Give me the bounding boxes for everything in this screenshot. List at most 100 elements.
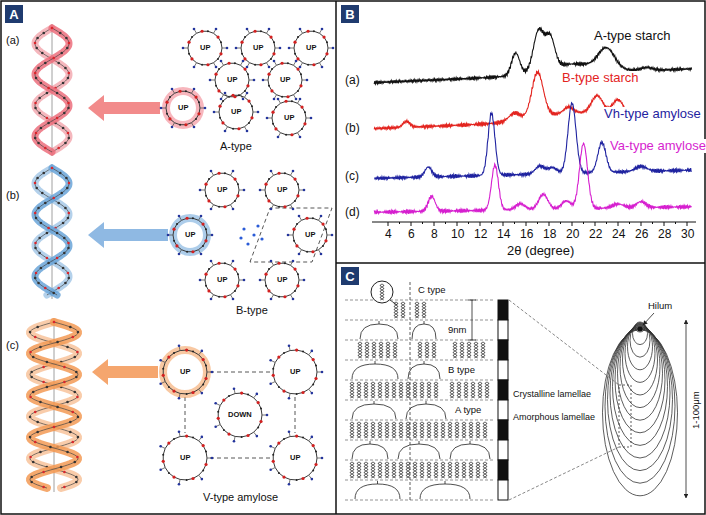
oxygen-atom (194, 95, 197, 98)
oxygen-atom (202, 444, 205, 447)
oxygen-atom (264, 183, 267, 186)
carbon-atom (168, 472, 170, 474)
helix-atom (35, 217, 38, 220)
oxygen-atom (282, 389, 285, 392)
water-molecule (260, 237, 263, 240)
double-helix (462, 462, 465, 478)
helix-atom (42, 486, 45, 489)
double-helix (357, 422, 360, 438)
double-helix (399, 382, 402, 398)
axis-tick-label: 20 (566, 228, 579, 241)
axis-tick-label: 28 (658, 228, 671, 241)
helix-backbone (35, 28, 69, 152)
hydroxyl-atom (232, 298, 235, 301)
panel-divider (336, 262, 705, 264)
helix-atom (39, 346, 42, 349)
double-helix (432, 342, 435, 358)
carbon-atom (322, 245, 324, 247)
double-helix (385, 422, 388, 438)
panel-letter: B (345, 7, 354, 22)
axis-tick-label: 10 (451, 228, 464, 241)
helix-atom (40, 222, 43, 225)
double-helix (460, 342, 463, 358)
hydroxyl-atom (256, 435, 259, 438)
oxygen-atom (274, 127, 277, 130)
helix-atom (32, 461, 35, 464)
double-helix (393, 342, 396, 358)
helix-atom (69, 421, 72, 424)
hydroxyl-atom (269, 468, 272, 471)
oxygen-atom (231, 94, 234, 97)
helix-atom (76, 456, 79, 459)
helix-atom (52, 57, 55, 60)
hydroxyl-atom (288, 483, 291, 486)
carbon-atom (207, 30, 209, 32)
double-helix (434, 462, 437, 478)
oxygen-atom (290, 133, 293, 136)
branch-arc (398, 444, 440, 459)
structure-name: A-type (220, 140, 252, 152)
oxygen-atom (178, 90, 181, 93)
hydroxyl-atom (232, 170, 235, 173)
branch-stem (424, 321, 425, 324)
helix-atom (47, 122, 50, 125)
water-molecule (246, 242, 249, 245)
glucose-ring (205, 263, 239, 296)
helix-ribbon (35, 28, 69, 152)
oxygen-atom (296, 194, 299, 197)
helix-atom (42, 366, 45, 369)
hydroxyl-atom (266, 414, 269, 417)
double-helix (385, 422, 388, 438)
chain-direction: UP (217, 186, 227, 194)
carbon-atom (186, 479, 188, 481)
block-arrow (88, 222, 168, 248)
double-helix (422, 302, 425, 318)
unit-cell-outline (210, 458, 270, 459)
helix-atom (36, 177, 39, 180)
oxygen-atom (312, 358, 315, 361)
double-helix (469, 422, 472, 438)
hydroxyl-atom (224, 130, 227, 133)
oxygen-atom (172, 389, 175, 392)
double-helix (350, 382, 353, 398)
branch-arc (360, 324, 398, 339)
double-helix (462, 462, 465, 478)
double-helix (455, 462, 458, 478)
helix-atom (35, 272, 38, 275)
double-helix (406, 462, 409, 478)
magnifier-leader (390, 300, 397, 305)
oxygen-atom (185, 434, 188, 437)
lamella-band (498, 460, 508, 480)
double-helix (371, 462, 374, 478)
hydroxyl-atom (215, 66, 218, 69)
helix-atom (46, 117, 49, 120)
axis-tick (434, 222, 435, 226)
oxygen-atom (227, 432, 230, 435)
double-helix (434, 382, 437, 398)
double-helix (415, 302, 418, 318)
unit-cell-outline (295, 397, 296, 433)
axis-tick (675, 222, 676, 224)
helix-atom (69, 431, 72, 434)
hydroxyl-atom (193, 126, 196, 129)
hydroxyl-atom (210, 260, 213, 263)
chain-type-label: B type (448, 365, 475, 375)
trace-label: A-type starch (592, 29, 673, 43)
helix-atom (77, 331, 80, 334)
axis-tick-label: 24 (612, 228, 625, 241)
oxygen-atom (277, 355, 280, 358)
hydroxyl-atom (178, 397, 181, 400)
carbon-atom (284, 262, 286, 264)
oxygen-atom (204, 183, 207, 186)
double-helix (364, 422, 367, 438)
helix-atom (59, 172, 62, 175)
helix-atom (47, 227, 50, 230)
glucose-ring (273, 350, 317, 394)
hydroxyl-atom (299, 98, 302, 101)
glucose-ring (268, 63, 302, 96)
double-helix (455, 462, 458, 478)
hydroxyl-atom (332, 47, 335, 50)
axis-tick (618, 222, 619, 226)
double-helix (371, 462, 374, 478)
double-helix (392, 422, 395, 438)
